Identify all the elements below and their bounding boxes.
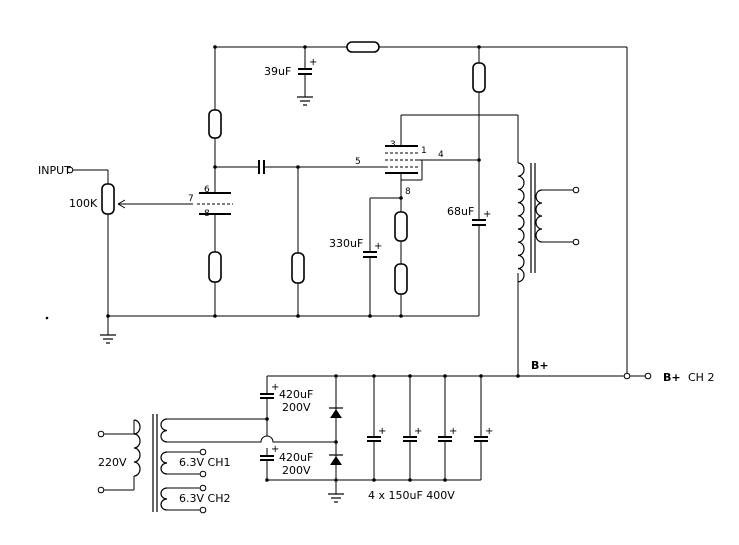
resistor-triode-cathode xyxy=(208,251,222,283)
junction-dots xyxy=(45,45,520,482)
capacitor-330uf xyxy=(363,251,377,258)
pot-value-label: 100K xyxy=(69,197,98,210)
triode-tube-icon xyxy=(197,192,233,215)
resistor-triode-plate xyxy=(208,109,222,139)
coupling-capacitor xyxy=(258,160,265,174)
input-terminal xyxy=(66,166,74,174)
filter-capacitor-2 xyxy=(403,436,417,442)
mains-voltage-label: 220V xyxy=(98,456,127,469)
bplus-output-label: B+ xyxy=(663,371,681,384)
output-terminal xyxy=(572,238,580,246)
heater-ch2-label: 6.3V CH2 xyxy=(179,492,230,505)
pin-6-label: 6 xyxy=(204,185,210,195)
filter-capacitor-1 xyxy=(367,436,381,442)
cap-420uf-lower-label: 420uF xyxy=(279,451,313,464)
output-transformer-icon xyxy=(517,162,543,283)
terminals xyxy=(66,166,652,514)
polarity-mark: + xyxy=(449,426,457,437)
resistor-grid-leak xyxy=(291,252,305,284)
potentiometer-volume xyxy=(101,183,115,215)
capacitor-39uf xyxy=(298,68,312,75)
ground-icon xyxy=(328,493,344,503)
pentode-tube-icon xyxy=(385,145,418,174)
resistor-cathode-lower xyxy=(394,263,408,295)
potentiometer-wiper-icon xyxy=(117,199,126,209)
bplus-terminal xyxy=(623,372,631,380)
cap-420uf-upper-label: 420uF xyxy=(279,388,313,401)
cap-330uf-label: 330uF xyxy=(329,237,363,250)
resistor-top-series xyxy=(346,41,380,53)
heater-terminal xyxy=(199,484,207,492)
polarity-mark: + xyxy=(309,57,317,68)
filter-capacitor-4 xyxy=(474,436,488,442)
pin-8-triode-label: 8 xyxy=(204,209,210,219)
rectifier-diodes xyxy=(329,407,343,465)
capacitor-420uf-upper xyxy=(260,393,274,399)
diode-lower-icon xyxy=(329,454,343,465)
cap-68uf-label: 68uF xyxy=(447,205,474,218)
capacitor-68uf xyxy=(472,219,486,226)
resistor-cathode-upper xyxy=(394,211,408,242)
power-transformer-icon xyxy=(133,414,168,512)
resistors xyxy=(101,41,486,295)
pin-1-label: 1 xyxy=(421,146,427,156)
capacitors: + + + + + + + + + xyxy=(258,57,493,461)
polarity-mark: + xyxy=(378,426,386,437)
bplus-terminal xyxy=(644,372,652,380)
polarity-mark: + xyxy=(485,426,493,437)
pin-5-label: 5 xyxy=(355,157,361,167)
component-labels: INPUT 100K 39uF 68uF 330uF 420uF 200V 42… xyxy=(38,65,714,505)
polarity-mark: + xyxy=(271,382,279,393)
pin-3-label: 3 xyxy=(390,140,396,150)
output-terminal xyxy=(572,186,580,194)
heater-ch1-label: 6.3V CH1 xyxy=(179,456,230,469)
polarity-mark: + xyxy=(483,209,491,220)
ground-icon xyxy=(297,96,313,106)
mains-terminal xyxy=(97,430,105,438)
ground-icon xyxy=(100,334,116,344)
volt-lower-label: 200V xyxy=(282,464,311,477)
polarity-mark: + xyxy=(414,426,422,437)
heater-terminal xyxy=(199,470,207,478)
pin-labels: 1 3 4 5 6 7 8 8 xyxy=(188,140,444,219)
wires xyxy=(73,46,645,511)
pin-4-label: 4 xyxy=(438,150,444,160)
volt-upper-label: 200V xyxy=(282,401,311,414)
filter-caps-label: 4 x 150uF 400V xyxy=(368,489,455,502)
input-label: INPUT xyxy=(38,164,71,177)
mains-terminal xyxy=(97,486,105,494)
heater-terminal xyxy=(199,506,207,514)
cap-39uf-label: 39uF xyxy=(264,65,291,78)
filter-capacitor-3 xyxy=(438,436,452,442)
pin-7-label: 7 xyxy=(188,194,194,204)
heater-terminal xyxy=(199,448,207,456)
resistor-screen xyxy=(472,62,486,93)
diode-upper-icon xyxy=(329,407,343,418)
channel-label: CH 2 xyxy=(688,371,714,384)
bplus-node-label: B+ xyxy=(531,359,549,372)
polarity-mark: + xyxy=(271,444,279,455)
polarity-mark: + xyxy=(374,241,382,252)
capacitor-420uf-lower xyxy=(260,455,274,461)
pin-8-pentode-label: 8 xyxy=(405,187,411,197)
